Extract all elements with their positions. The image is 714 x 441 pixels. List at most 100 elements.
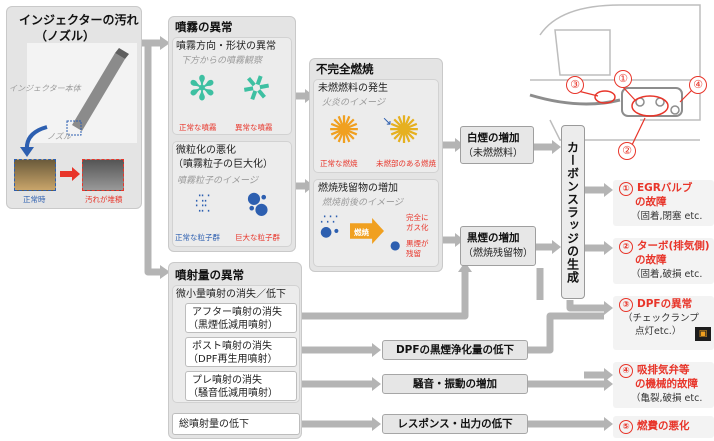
normal-particles-caption: 正常な粒子群 — [175, 233, 220, 242]
result-valve-title-1: ④ 吸排気弁等 — [619, 364, 690, 378]
result-turbo-title-text: ターボ(排気側) — [637, 240, 710, 252]
injector-title-2: （ノズル） — [35, 29, 96, 43]
residue-box: 燃焼残留物の増加 燃焼前後のイメージ ∴∵●• 燃焼 完全に ガス化 ● 黒煙が… — [313, 179, 439, 267]
normal-particles-icon: ∴∵∵∴ — [195, 191, 210, 217]
engine-highlight — [594, 90, 669, 117]
result-egr-detail: （固着,閉塞 etc. — [631, 211, 703, 222]
total-injection-box: 総噴射量の低下 — [172, 413, 300, 435]
result-turbo-num: ② — [619, 240, 633, 254]
black-smoke-sub: （燃焼残留物） — [463, 248, 533, 259]
normal-spray-caption: 正常な噴霧 — [179, 123, 217, 132]
spray-direction-box: 噴霧方向・形状の異常 下方からの噴霧観察 ✻ ✲ 正常な噴霧 異常な噴霧 — [172, 37, 292, 135]
after-injection-2: （黒煙低減用噴射） — [188, 320, 278, 331]
white-smoke-box: 白煙の増加 （未燃燃料） — [460, 126, 534, 164]
result-valve-title-2: の機械的故障 — [635, 378, 698, 390]
result-egr-title-1: ① EGRバルブ — [619, 182, 692, 196]
noise-box: 騒音・振動の増加 — [382, 374, 528, 394]
abnormal-spray-caption: 異常な噴霧 — [235, 123, 273, 132]
spray-title: 噴霧の異常 — [175, 20, 233, 34]
engine-marker-3: ③ — [566, 76, 584, 94]
injection-title: 噴射量の異常 — [175, 268, 244, 282]
result-dpf-detail-1: （チェックランプ — [623, 313, 699, 324]
check-lamp-icon: ▣ — [695, 327, 711, 341]
injector-title-1: インジェクターの汚れ — [19, 13, 139, 27]
normal-to-dirty-arrow-icon — [60, 167, 80, 181]
result-dpf: ③ DPFの異常 （チェックランプ 点灯etc.） ▣ — [613, 296, 714, 350]
micro-injection-box: 微小量噴射の消失／低下 アフター噴射の消失 （黒煙低減用噴射） ポスト噴射の消失… — [172, 285, 300, 403]
unburned-combustion-caption: 未燃部のある燃焼 — [376, 159, 436, 168]
combustion-label: 燃焼 — [354, 228, 369, 237]
nozzle-dirty-image — [82, 159, 124, 191]
result-valve-detail: （亀裂,破損 etc. — [631, 393, 703, 404]
result-dpf-title-text: DPFの異常 — [637, 298, 693, 310]
result-valve-num: ④ — [619, 364, 633, 378]
white-smoke-sub: （未燃燃料） — [463, 148, 523, 159]
result-valve-title-text: 吸排気弁等 — [637, 364, 690, 376]
large-particles-icon: ●••● — [247, 188, 268, 218]
engine-marker-2: ② — [618, 142, 636, 160]
post-injection-box: ポスト噴射の消失 （DPF再生用噴射） — [185, 337, 297, 367]
result-turbo-title-2: の故障 — [635, 254, 667, 266]
normal-flame-icon: ✺ — [328, 108, 360, 152]
particles-before-icon: ∴∵●• — [320, 212, 341, 240]
spray-direction-sub: 下方からの噴霧観察 — [181, 56, 263, 66]
after-injection-1: アフター噴射の消失 — [192, 307, 282, 318]
engine-marker-1: ① — [614, 70, 632, 88]
post-injection-1: ポスト噴射の消失 — [192, 341, 272, 352]
nozzle-normal-caption: 正常時 — [23, 195, 46, 204]
incomplete-panel: 不完全燃焼 未燃燃料の発生 火炎のイメージ ✺ ✺ ↘ 正常な燃焼 未燃部のある… — [309, 58, 443, 272]
total-injection-label: 総噴射量の低下 — [179, 419, 249, 430]
result-turbo-title-1: ② ターボ(排気側) — [619, 240, 710, 254]
nozzle-dirty-caption: 汚れが堆積 — [85, 195, 123, 204]
soot-remain-1: 黒煙が — [406, 239, 429, 248]
result-turbo: ② ターボ(排気側) の故障 （固着,破損 etc. — [613, 238, 714, 284]
carbon-sludge-box: カーボンスラッジの生成 — [561, 125, 585, 299]
dpf-purify-box: DPFの黒煙浄化量の低下 — [382, 340, 528, 360]
residue-title: 燃焼残留物の増加 — [318, 183, 398, 194]
spray-atomize-box: 微粒化の悪化 （噴霧粒子の巨大化） 噴霧粒子のイメージ ∴∵∵∴ ●••● 正常… — [172, 141, 292, 247]
result-valve: ④ 吸排気弁等 の機械的故障 （亀裂,破損 etc. — [613, 362, 714, 408]
injector-body-label: インジェクター本体 — [9, 84, 81, 93]
incomplete-title: 不完全燃焼 — [316, 62, 374, 76]
injector-image — [27, 43, 137, 143]
result-egr: ① EGRバルブ の故障 （固着,閉塞 etc. — [613, 180, 714, 226]
complete-gas-2: ガス化 — [406, 223, 429, 232]
after-injection-box: アフター噴射の消失 （黒煙低減用噴射） — [185, 303, 297, 333]
injector-panel: インジェクターの汚れ （ノズル） インジェクター本体 ノズル 正常時 汚れが堆積 — [6, 6, 142, 209]
unburned-title: 未燃燃料の発生 — [318, 83, 388, 94]
unburned-flame-icon: ✺ — [388, 108, 420, 152]
atomize-title-1: 微粒化の悪化 — [176, 145, 236, 156]
large-particles-caption: 巨大な粒子群 — [235, 233, 280, 242]
result-turbo-detail: （固着,破損 etc. — [631, 269, 703, 280]
pre-injection-2: （騒音低減用噴射） — [188, 388, 278, 399]
nozzle-normal-image — [14, 159, 56, 191]
normal-combustion-caption: 正常な燃焼 — [320, 159, 358, 168]
residue-sub: 燃焼前後のイメージ — [322, 198, 403, 208]
result-dpf-title: ③ DPFの異常 — [619, 298, 692, 312]
result-fuel-num: ⑤ — [619, 420, 633, 434]
soot-remain-2: 残留 — [406, 249, 421, 258]
response-box: レスポンス・出力の低下 — [382, 414, 528, 434]
normal-spray-icon: ✻ — [187, 69, 217, 109]
result-egr-title-2: の故障 — [635, 196, 667, 208]
result-dpf-detail-2: 点灯etc.） — [635, 326, 682, 337]
white-smoke-title: 白煙の増加 — [467, 132, 520, 144]
nozzle-label: ノズル — [47, 132, 71, 141]
post-injection-2: （DPF再生用噴射） — [188, 354, 278, 365]
result-egr-num: ① — [619, 182, 633, 196]
micro-injection-title: 微小量噴射の消失／低下 — [176, 289, 286, 300]
result-egr-title-text: EGRバルブ — [637, 182, 693, 194]
engine-marker-4: ④ — [689, 76, 707, 94]
result-dpf-num: ③ — [619, 298, 633, 312]
pre-injection-1: プレ噴射の消失 — [192, 375, 262, 386]
arrow-heads — [160, 36, 613, 431]
atomize-sub: 噴霧粒子のイメージ — [177, 176, 258, 186]
soot-remain-icon: ● — [390, 238, 401, 252]
spray-panel: 噴霧の異常 噴霧方向・形状の異常 下方からの噴霧観察 ✻ ✲ 正常な噴霧 異常な… — [168, 16, 296, 252]
abnormal-spray-icon: ✲ — [235, 65, 277, 113]
atomize-title-2: （噴霧粒子の巨大化） — [173, 159, 273, 170]
black-smoke-box: 黒煙の増加 （燃焼残留物） — [460, 226, 536, 266]
complete-gas-1: 完全に — [406, 213, 429, 222]
